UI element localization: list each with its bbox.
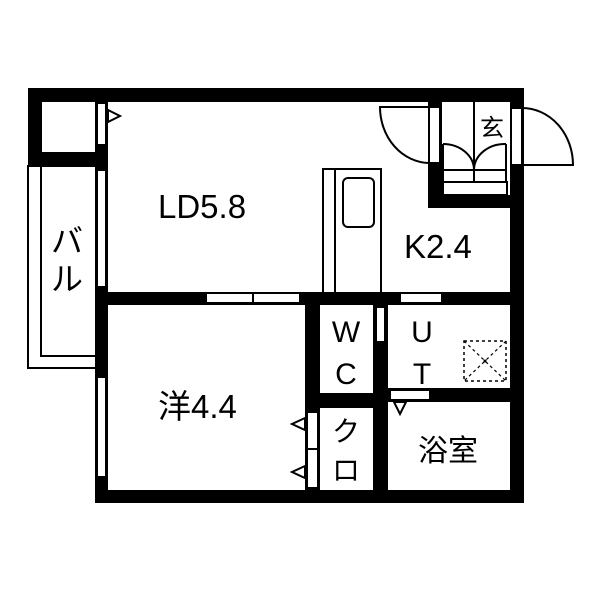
door-mark-bath (392, 401, 408, 417)
room-label-entrance: 玄 (480, 115, 504, 142)
room-label-balcony-2: ル (51, 261, 83, 297)
room-label-bath: 浴室 (418, 435, 478, 468)
room-label-closet-2: ロ (332, 455, 360, 486)
kitchen-counter (322, 168, 382, 294)
room-label-balcony-1: バ (51, 223, 83, 259)
entrance-door[interactable] (521, 107, 575, 166)
room-label-wc-c: C (335, 358, 357, 391)
room-label-ld: LD5.8 (158, 188, 246, 225)
room-label-western: 洋4.4 (158, 388, 237, 425)
closet-doors[interactable] (289, 411, 319, 489)
room-label-kitchen: K2.4 (404, 228, 472, 265)
door-kitchen-ut[interactable] (399, 292, 443, 304)
door-interior[interactable] (378, 106, 430, 164)
balcony (27, 165, 97, 369)
sliding-door-ld[interactable] (205, 292, 301, 304)
room-label-ut-t: T (413, 358, 431, 391)
sink-icon (342, 177, 375, 228)
windows (96, 102, 123, 478)
room-label-wc-w: W (332, 316, 361, 349)
entrance (378, 102, 575, 196)
door-bathroom[interactable] (389, 389, 431, 401)
room-label-ut-u: U (411, 316, 433, 349)
door-wc[interactable] (375, 306, 386, 343)
washing-machine-space (463, 340, 507, 382)
room-label-closet-1: ク (332, 416, 360, 447)
